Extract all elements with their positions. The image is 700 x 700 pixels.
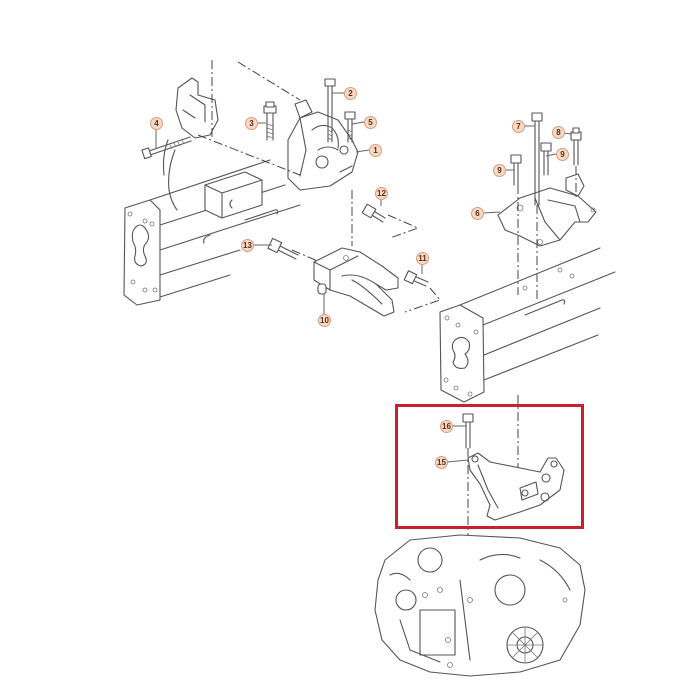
right-subframe-rail (439, 247, 616, 403)
alignment-line (197, 134, 301, 176)
callout-9a[interactable]: 9 (493, 164, 506, 177)
callout-5[interactable]: 5 (364, 116, 377, 129)
callout-4[interactable]: 4 (150, 117, 163, 130)
transmission-bracket-15 (467, 452, 565, 521)
bolt-3 (263, 101, 277, 141)
callout-6[interactable]: 6 (471, 207, 484, 220)
bolt-9 (510, 142, 552, 186)
bolt-4 (141, 136, 192, 160)
support-bracket-10 (313, 247, 399, 317)
bolt-11 (403, 270, 429, 287)
alignment-line (291, 249, 321, 263)
callout-12[interactable]: 12 (375, 187, 388, 200)
gearbox (374, 534, 586, 677)
alignment-line (237, 61, 301, 101)
engine-mount-1 (287, 99, 359, 191)
callout-9b[interactable]: 9 (556, 148, 569, 161)
callout-13[interactable]: 13 (241, 239, 254, 252)
callout-16[interactable]: 16 (440, 420, 453, 433)
callout-11[interactable]: 11 (416, 252, 429, 265)
bolt-7 (531, 112, 543, 206)
callout-8[interactable]: 8 (552, 126, 565, 139)
callout-15[interactable]: 15 (435, 456, 448, 469)
bolt-13 (267, 237, 299, 260)
bolt-5 (344, 111, 356, 143)
alignment-line (387, 214, 420, 239)
callout-7[interactable]: 7 (512, 120, 525, 133)
bolt-12 (361, 203, 386, 223)
bolt-2 (324, 78, 336, 143)
callout-2[interactable]: 2 (344, 87, 357, 100)
upper-left-bracket (175, 77, 219, 139)
transmission-mount-6 (497, 173, 597, 247)
callout-10[interactable]: 10 (318, 314, 331, 327)
alignment-line (404, 287, 441, 313)
callout-1[interactable]: 1 (369, 144, 382, 157)
left-subframe-rail (123, 139, 301, 306)
callout-3[interactable]: 3 (245, 117, 258, 130)
highlight-box (395, 404, 584, 529)
bolt-8 (570, 127, 582, 200)
